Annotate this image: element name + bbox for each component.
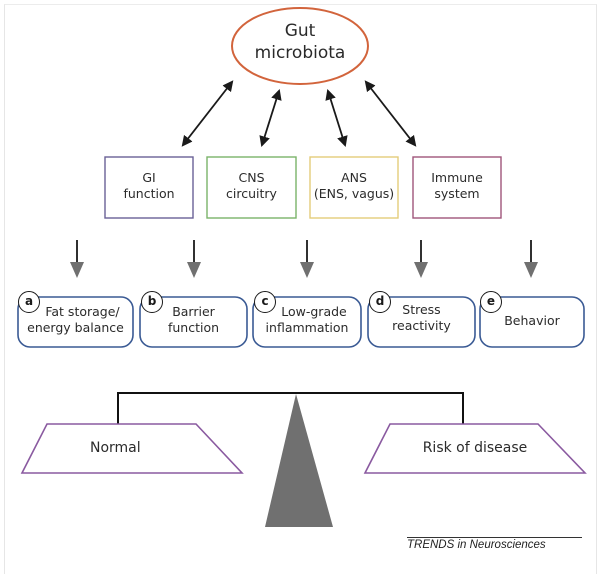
outcome-label-d: Stress reactivity bbox=[368, 302, 475, 333]
arrow-microbiota-immune bbox=[364, 80, 417, 147]
arrow-microbiota-gi bbox=[181, 80, 234, 147]
system-cns-line2: circuitry bbox=[226, 185, 277, 201]
outcome-c-line2: inflammation bbox=[265, 319, 349, 335]
arrow-microbiota-ans bbox=[325, 88, 348, 148]
system-ans-line2: (ENS, vagus) bbox=[313, 185, 395, 201]
outcome-a-line2: energy balance bbox=[27, 319, 124, 335]
outcome-a-line1: Fat storage/ bbox=[45, 304, 120, 319]
scale-fulcrum bbox=[265, 394, 333, 527]
outcome-tag-b: b bbox=[141, 291, 163, 313]
system-box-cns bbox=[206, 156, 297, 219]
gut-microbiota-label: Gut microbiota bbox=[232, 20, 368, 64]
outcome-label-b: Barrier function bbox=[140, 304, 247, 335]
system-box-gi bbox=[104, 156, 194, 219]
system-gi-line1: GI bbox=[142, 170, 156, 185]
figure-frame bbox=[4, 4, 597, 574]
outcome-box-b bbox=[139, 296, 248, 348]
outcome-tag-d: d bbox=[369, 291, 391, 313]
down-arrow-a bbox=[70, 240, 84, 278]
outcome-c-line1: Low-grade bbox=[281, 304, 347, 319]
outcome-e-line1: Behavior bbox=[504, 313, 560, 328]
outcome-b-line1: Barrier bbox=[172, 304, 215, 319]
system-cns-line1: CNS bbox=[238, 170, 265, 185]
system-label-gi: GI function bbox=[105, 170, 193, 201]
system-box-ans bbox=[309, 156, 399, 219]
outcome-tag-a: a bbox=[18, 291, 40, 313]
arrow-microbiota-cns bbox=[259, 88, 282, 148]
gut-microbiota-line1: Gut bbox=[284, 21, 316, 41]
outcome-tag-c: c bbox=[254, 291, 276, 313]
down-arrow-d bbox=[414, 240, 428, 278]
outcome-box-c bbox=[252, 296, 362, 348]
outcome-label-e: Behavior bbox=[480, 313, 584, 329]
down-arrow-b bbox=[187, 240, 201, 278]
system-ans-line1: ANS bbox=[341, 170, 367, 185]
system-label-cns: CNS circuitry bbox=[207, 170, 296, 201]
scale-pan-risk bbox=[363, 423, 587, 474]
system-label-immune: Immune system bbox=[413, 170, 501, 201]
outcome-b-line2: function bbox=[167, 319, 220, 335]
outcome-d-line1: Stress bbox=[402, 302, 441, 317]
system-gi-line2: function bbox=[123, 185, 175, 201]
system-label-ans: ANS (ENS, vagus) bbox=[310, 170, 398, 201]
system-box-immune bbox=[412, 156, 502, 219]
scale-beam bbox=[117, 392, 464, 424]
scale-pan-normal bbox=[20, 423, 244, 474]
outcome-box-a bbox=[17, 296, 134, 348]
scale-label-risk: Risk of disease bbox=[422, 440, 528, 456]
outcome-box-e bbox=[479, 296, 585, 348]
outcome-label-a: Fat storage/ energy balance bbox=[18, 304, 133, 335]
scale-label-normal: Normal bbox=[90, 440, 141, 456]
system-immune-line1: Immune bbox=[431, 170, 483, 185]
down-arrow-c bbox=[300, 240, 314, 278]
down-arrow-e bbox=[524, 240, 538, 278]
system-immune-line2: system bbox=[434, 185, 480, 201]
gut-microbiota-line2: microbiota bbox=[254, 43, 346, 64]
outcome-tag-e: e bbox=[480, 291, 502, 313]
journal-credit: TRENDS in Neurosciences bbox=[407, 537, 582, 551]
outcome-d-line2: reactivity bbox=[392, 317, 451, 333]
gut-microbiota-ellipse bbox=[231, 7, 369, 85]
outcome-box-d bbox=[367, 296, 476, 348]
outcome-label-c: Low-grade inflammation bbox=[253, 304, 361, 335]
